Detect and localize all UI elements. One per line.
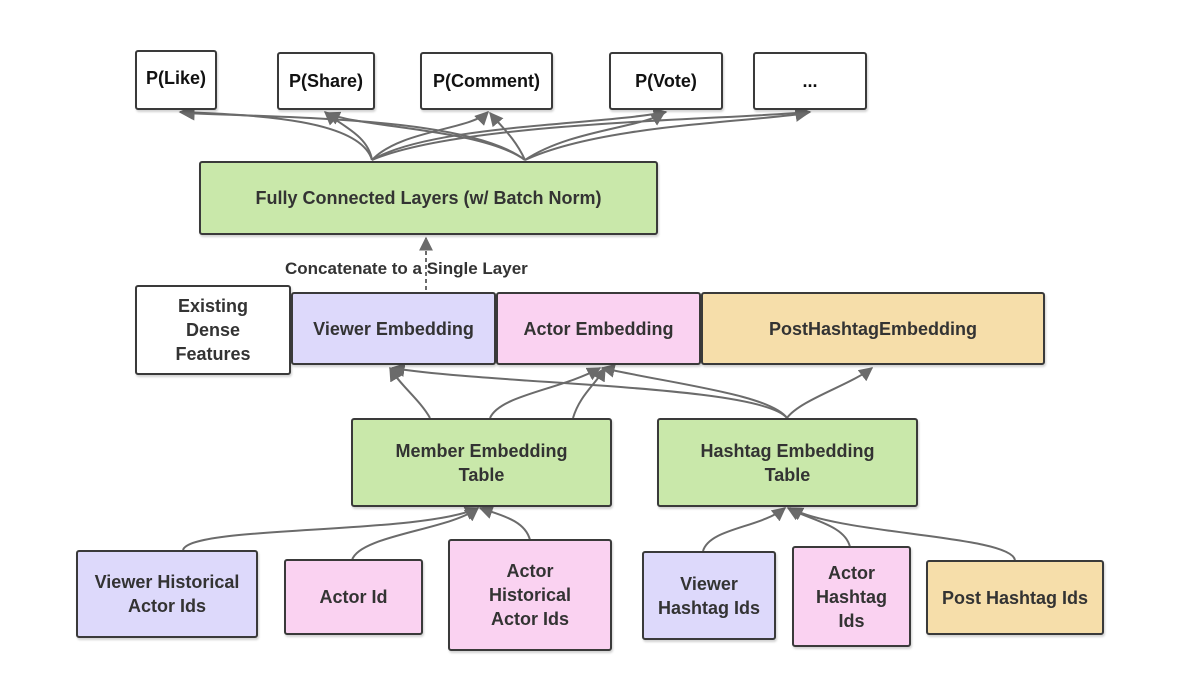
edge-hashtag-to-viewer-emb — [390, 363, 788, 419]
edge-member-to-actor-emb-2 — [572, 366, 606, 419]
hashtag-embedding-table-box: Hashtag Embedding Table — [657, 418, 918, 507]
edge-hashtag-to-actor-emb — [600, 363, 788, 419]
edge-fc-to-vote — [371, 107, 668, 161]
edge-viewer-hist-to-member — [182, 506, 480, 551]
actor-hashtag-ids-box: Actor Hashtag Ids — [792, 546, 911, 647]
actor-id-box: Actor Id — [284, 559, 423, 635]
edge-fc-to-comment — [371, 111, 489, 161]
existing-dense-features-box: Existing Dense Features — [135, 285, 291, 375]
member-embedding-table-box: Member Embedding Table — [351, 418, 612, 507]
actor-embedding-box: Actor Embedding — [496, 292, 701, 365]
viewer-embedding-box: Viewer Embedding — [291, 292, 496, 365]
viewer-historical-actor-ids-box: Viewer Historical Actor Ids — [76, 550, 258, 638]
edge-fc-to-like-2 — [180, 106, 526, 161]
output-share-box: P(Share) — [277, 52, 375, 110]
output-like-box: P(Like) — [135, 50, 217, 110]
edge-member-to-actor-emb — [489, 367, 602, 419]
actor-historical-actor-ids-box: Actor Historical Actor Ids — [448, 539, 612, 651]
post-hashtag-embedding-box: PostHashtagEmbedding — [701, 292, 1045, 365]
edge-post-hashtag-to-hashtag — [788, 507, 1016, 561]
output-more-box: ... — [753, 52, 867, 110]
edge-fc-to-more — [371, 106, 812, 161]
edge-hashtag-to-post-emb — [786, 367, 874, 419]
output-comment-box: P(Comment) — [420, 52, 553, 110]
edge-fc-to-comment-2 — [489, 111, 526, 161]
edge-actor-id-to-member — [351, 507, 480, 561]
edge-viewer-hashtag-to-hashtag — [702, 507, 787, 552]
edge-actor-hist-to-member — [478, 505, 531, 541]
output-vote-box: P(Vote) — [609, 52, 723, 110]
edge-fc-to-more-2 — [524, 108, 810, 161]
fully-connected-layers-box: Fully Connected Layers (w/ Batch Norm) — [199, 161, 658, 235]
edge-member-to-viewer-emb — [389, 366, 431, 419]
viewer-hashtag-ids-box: Viewer Hashtag Ids — [642, 551, 776, 640]
edge-fc-to-vote-2 — [524, 112, 666, 161]
edge-fc-to-share-2 — [325, 111, 526, 161]
edge-actor-hashtag-to-hashtag — [786, 507, 851, 548]
post-hashtag-ids-box: Post Hashtag Ids — [926, 560, 1104, 635]
concatenate-label: Concatenate to a Single Layer — [285, 259, 528, 278]
